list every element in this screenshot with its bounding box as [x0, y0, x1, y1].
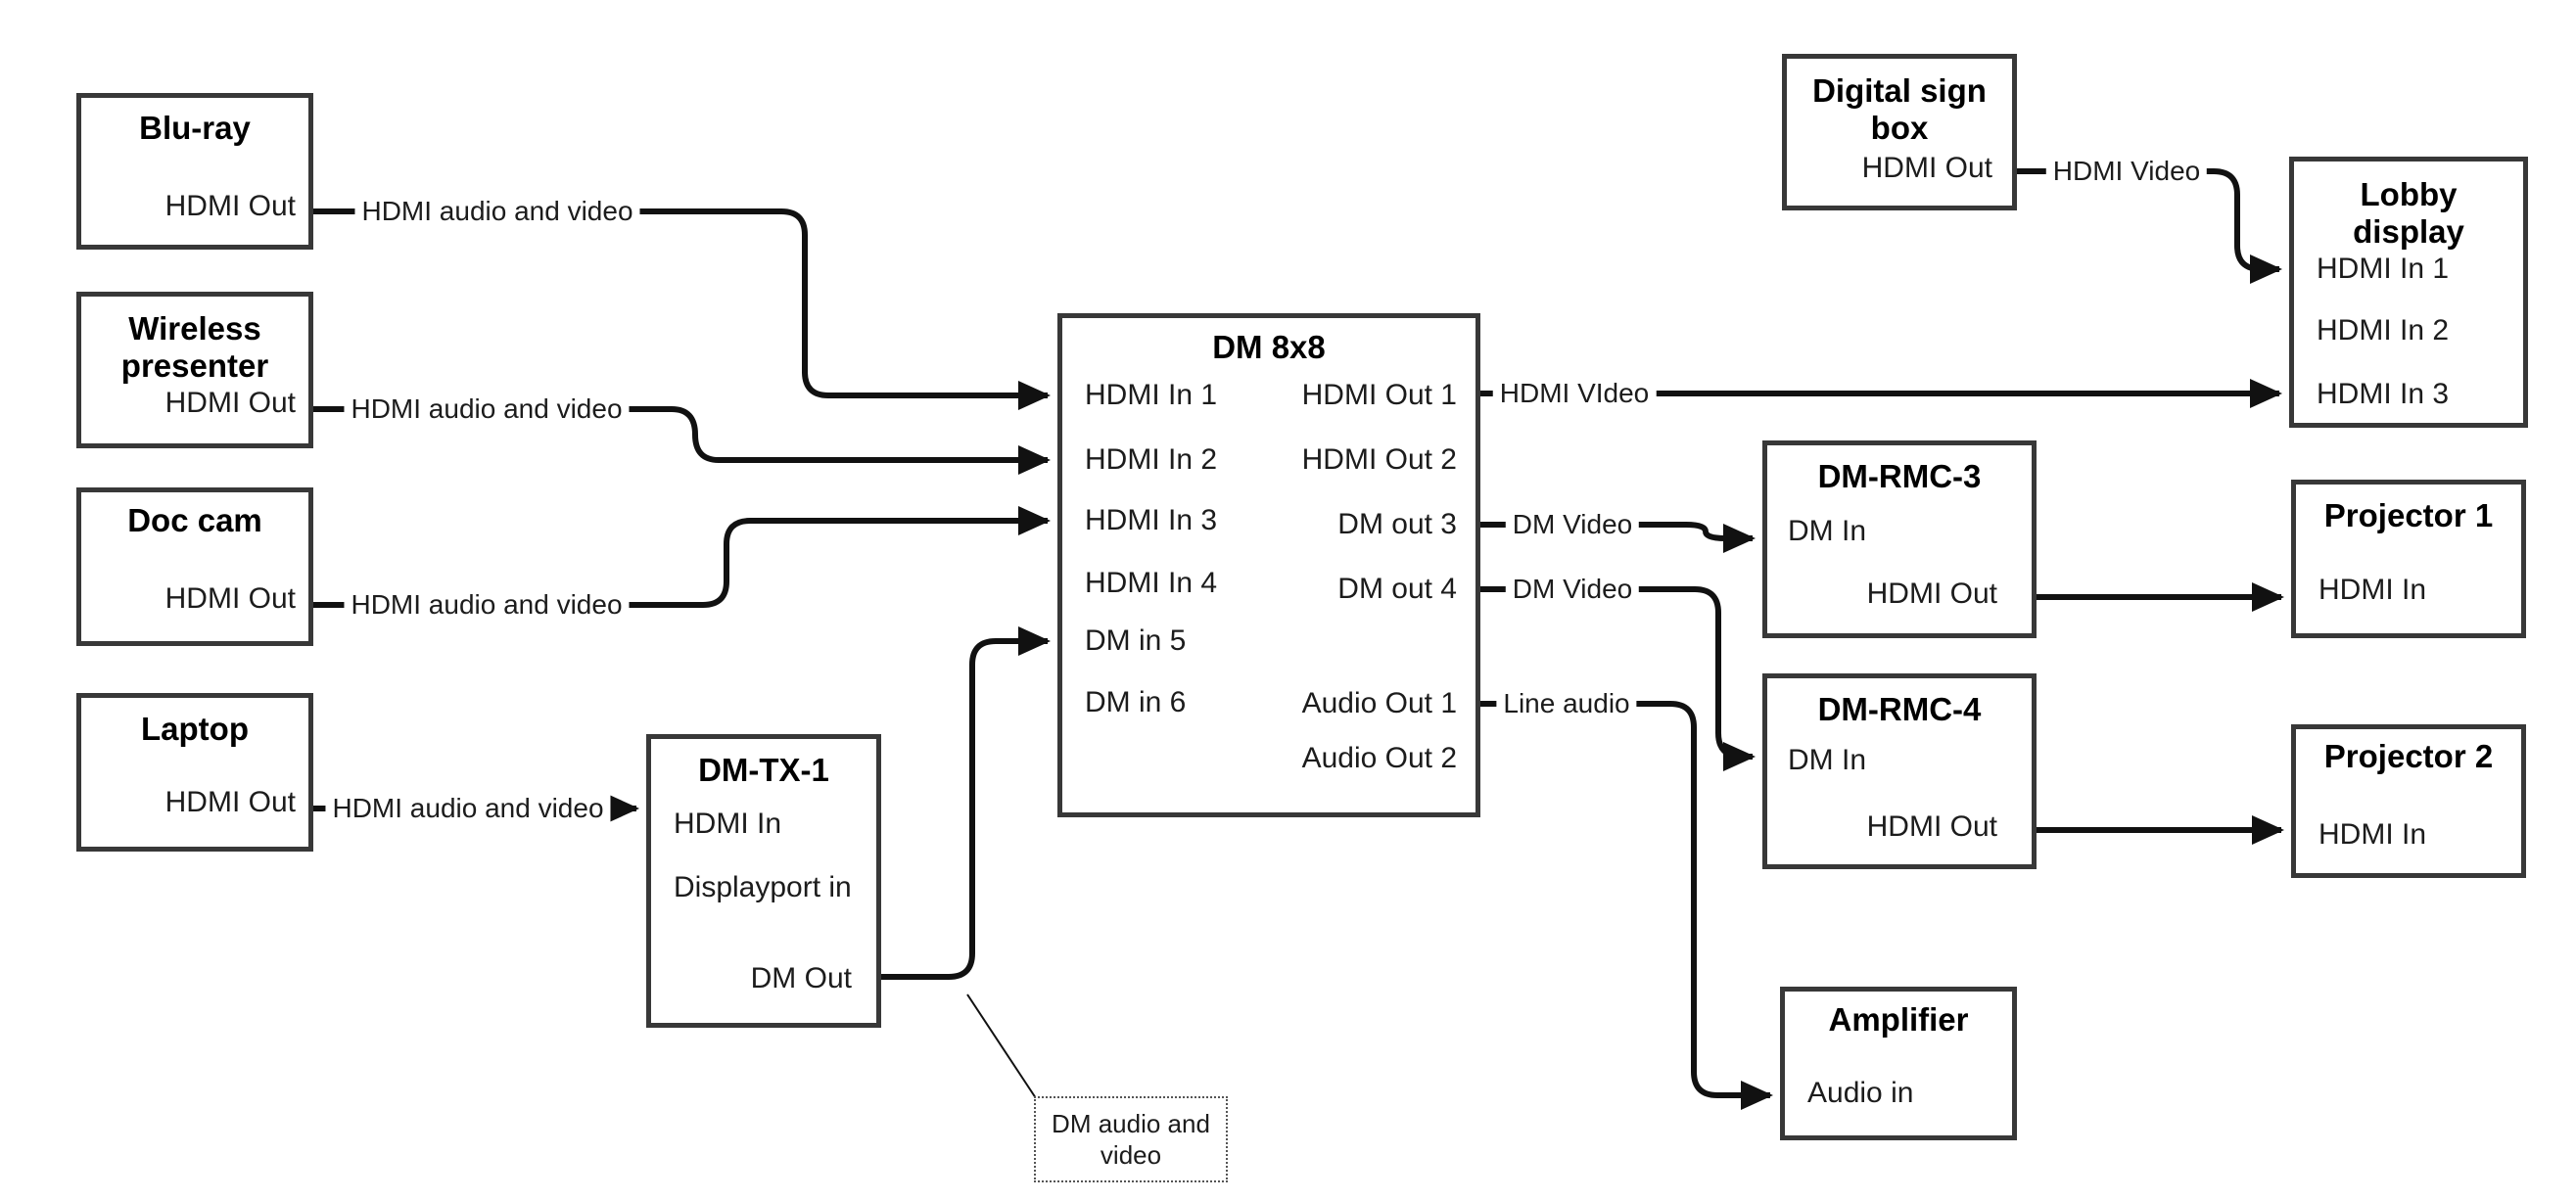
dm8x8-port-hdmi-out-2: HDMI Out 2 [1301, 443, 1457, 476]
cable-label-bluray: HDMI audio and video [354, 196, 640, 227]
bluray-title: Blu-ray [139, 110, 251, 146]
amp-port-audio-in: Audio in [1807, 1077, 1914, 1109]
proj1-port-hdmi-in: HDMI In [2318, 574, 2427, 606]
cable-label-doccam: HDMI audio and video [344, 589, 630, 621]
box-bluray [76, 93, 313, 250]
box-proj1 [2291, 480, 2526, 638]
box-lobby [2289, 157, 2528, 428]
cable-label-line-audio: Line audio [1496, 688, 1637, 719]
dm8x8-port-dm-out-4: DM out 4 [1337, 573, 1457, 605]
lobby-port-hdmi-in-1: HDMI In 1 [2317, 253, 2450, 285]
digisign-title: Digital sign box [1812, 72, 1987, 146]
cable-label-wireless: HDMI audio and video [344, 393, 630, 425]
dm8x8-port-hdmi-in-1: HDMI In 1 [1085, 379, 1218, 411]
rmc4-title: DM-RMC-4 [1817, 691, 1982, 727]
rmc3-port-hdmi-out: HDMI Out [1866, 577, 1997, 610]
box-dm8x8 [1057, 313, 1480, 817]
dmtx1-port-dm-out: DM Out [750, 962, 852, 994]
box-rmc4 [1762, 673, 2037, 869]
rmc4-port-dm-in: DM In [1788, 744, 1867, 776]
cable-label-dm-video-out3: DM Video [1505, 509, 1640, 540]
lobby-port-hdmi-in-3: HDMI In 3 [2317, 378, 2450, 410]
wireless-title: Wireless presenter [120, 310, 269, 384]
dmtx1-title: DM-TX-1 [698, 752, 829, 788]
laptop-title: Laptop [141, 711, 249, 747]
dm8x8-port-hdmi-in-2: HDMI In 2 [1085, 443, 1218, 476]
box-wireless [76, 292, 313, 448]
cable-label-dm-video-out4: DM Video [1505, 574, 1640, 605]
doccam-title: Doc cam [127, 502, 262, 538]
bluray-port-hdmi-out: HDMI Out [164, 190, 296, 222]
box-doccam [76, 487, 313, 646]
proj2-title: Projector 2 [2323, 738, 2494, 774]
amp-title: Amplifier [1828, 1001, 1969, 1038]
laptop-port-hdmi-out: HDMI Out [164, 786, 296, 818]
dmtx1-port-displayport-in: Displayport in [674, 871, 852, 903]
wireless-port-hdmi-out: HDMI Out [164, 387, 296, 419]
note-dm-audio-and-video: DM audio and video [1034, 1096, 1228, 1182]
digisign-port-hdmi-out: HDMI Out [1861, 152, 1992, 184]
rmc3-port-dm-in: DM In [1788, 515, 1867, 547]
dm8x8-title: DM 8x8 [1212, 329, 1326, 365]
proj1-title: Projector 1 [2323, 497, 2494, 533]
box-digisign [1782, 54, 2017, 210]
dmtx1-port-hdmi-in: HDMI In [674, 808, 782, 840]
dm8x8-port-hdmi-out-1: HDMI Out 1 [1301, 379, 1457, 411]
dm8x8-port-dm-out-3: DM out 3 [1337, 508, 1457, 540]
lobby-title: Lobby display [2353, 176, 2464, 250]
dm8x8-port-dm-in-5: DM in 5 [1085, 624, 1187, 657]
lobby-port-hdmi-in-2: HDMI In 2 [2317, 314, 2450, 346]
proj2-port-hdmi-in: HDMI In [2318, 818, 2427, 851]
box-rmc3 [1762, 440, 2037, 638]
dm8x8-port-audio-out-1: Audio Out 1 [1301, 687, 1457, 719]
dm8x8-port-hdmi-in-4: HDMI In 4 [1085, 567, 1218, 599]
cable-label-digisign-hdmi-video: HDMI Video [2045, 156, 2208, 187]
dm8x8-port-hdmi-in-3: HDMI In 3 [1085, 504, 1218, 536]
rmc3-title: DM-RMC-3 [1817, 458, 1982, 494]
box-proj2 [2291, 724, 2526, 878]
dm8x8-port-audio-out-2: Audio Out 2 [1301, 742, 1457, 774]
rmc4-port-hdmi-out: HDMI Out [1866, 810, 1997, 843]
box-laptop [76, 693, 313, 852]
cable-label-laptop: HDMI audio and video [325, 793, 611, 824]
dm8x8-port-dm-in-6: DM in 6 [1085, 686, 1187, 718]
box-dmtx1 [646, 734, 881, 1028]
box-amp [1780, 987, 2017, 1140]
doccam-port-hdmi-out: HDMI Out [164, 582, 296, 615]
cable-label-hdmi-video-out1: HDMI VIdeo [1492, 378, 1657, 409]
